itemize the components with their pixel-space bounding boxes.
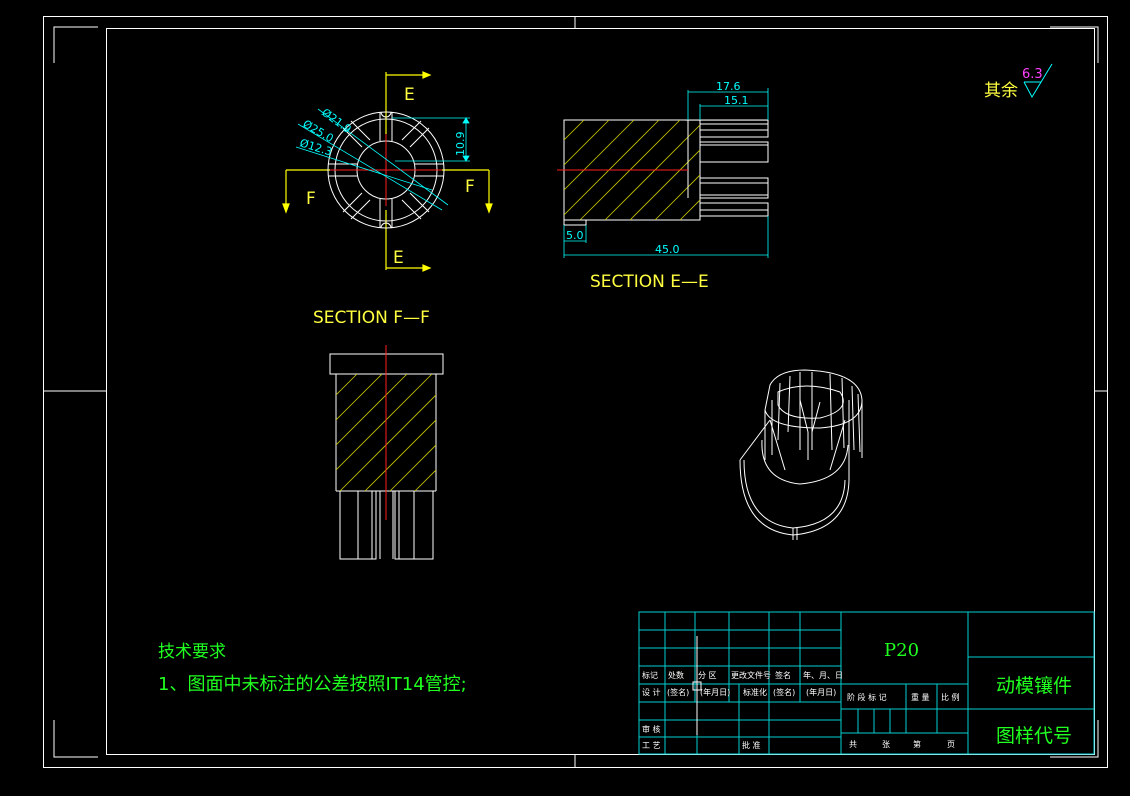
cut-plane-e (385, 71, 432, 272)
tb-design: 设 计 (642, 687, 661, 697)
technical-notes: 技术要求 1、图面中未标注的公差按照IT14管控; (158, 642, 467, 695)
cut-plane-f (282, 169, 493, 214)
roughness-prefix: 其余 (984, 81, 1018, 101)
surface-roughness-symbol: 其余 6.3 (984, 63, 1053, 101)
section-ff-view: SECTION F—F (313, 308, 444, 560)
sheet-frame (43, 16, 1108, 768)
tb-hdr-change-doc: 更改文件号 (731, 670, 771, 680)
material: P20 (884, 640, 919, 661)
tb-sheet-page: 页 (947, 740, 955, 749)
tb-weight: 重 量 (911, 692, 930, 702)
tb-design-date: (年月日) (700, 687, 730, 697)
tb-hdr-date: 年、月、日 (803, 670, 843, 680)
end-view: E E F F (282, 71, 493, 272)
cut-label-e-bottom: E (393, 248, 404, 268)
notes-line-1: 1、图面中未标注的公差按照IT14管控; (158, 674, 467, 695)
tb-sheets-unit: 张 (882, 740, 890, 749)
tb-approve: 批 准 (742, 740, 761, 750)
roughness-value: 6.3 (1022, 67, 1043, 82)
dim-len-5-0: 5.0 (566, 229, 584, 242)
notes-title: 技术要求 (158, 642, 226, 662)
dim-height-10-9: 10.9 (454, 132, 467, 157)
title-block: P20 动模镶件 图样代号 标记 处数 分 区 更改文件号 签名 年、月、日 设… (638, 611, 1095, 755)
tb-stage-mark: 阶 段 标 记 (847, 692, 887, 702)
tb-hdr-sign: 签名 (775, 670, 791, 680)
tb-process: 工 艺 (642, 741, 661, 750)
tb-sheets-total: 共 (849, 740, 857, 749)
cut-label-f-left: F (306, 189, 316, 209)
section-ee-label: SECTION E—E (590, 272, 709, 292)
tb-standard-sign: (签名) (773, 687, 795, 697)
dim-len-45-0: 45.0 (655, 243, 680, 256)
tb-sheet-no: 第 (913, 739, 921, 749)
section-ff-label: SECTION F—F (313, 308, 430, 328)
tb-scale: 比 例 (941, 692, 960, 702)
dim-len-17-6: 17.6 (716, 80, 741, 93)
cut-label-f-right: F (465, 177, 475, 197)
part-name: 动模镶件 (996, 675, 1072, 697)
section-ee-view: 17.6 15.1 5.0 45.0 SECTION E—E (557, 80, 769, 292)
radial-slots (328, 112, 444, 228)
isometric-view (739, 369, 863, 540)
tb-standard: 标准化 (743, 687, 767, 697)
tb-hdr-count: 处数 (668, 670, 684, 680)
tb-hdr-zone: 分 区 (698, 671, 717, 680)
dim-len-15-1: 15.1 (724, 94, 749, 107)
tb-standard-date: (年月日) (806, 687, 836, 697)
drawing-code: 图样代号 (996, 725, 1072, 747)
cad-cursor (692, 636, 702, 735)
tb-review: 审 核 (642, 724, 661, 734)
tb-design-sign: (签名) (667, 687, 689, 697)
cut-label-e-top: E (404, 85, 415, 105)
tb-hdr-mark: 标记 (642, 670, 658, 680)
